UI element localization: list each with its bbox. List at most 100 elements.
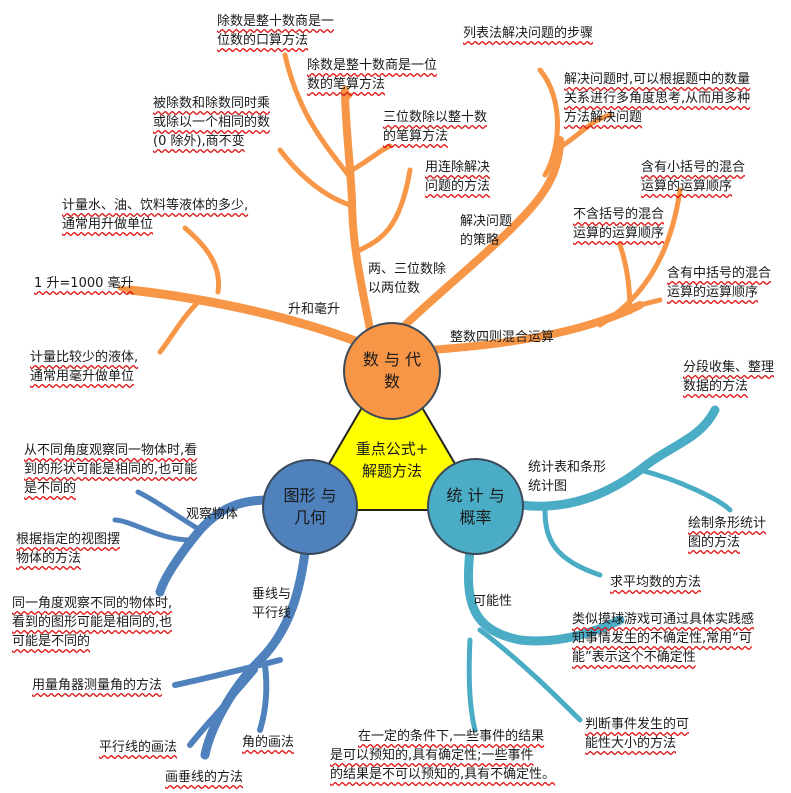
possibility-item-2-l2: 能性大小的方法 [585, 736, 677, 751]
lines-label-l2: 平行线 [252, 606, 292, 621]
center-title-line1: 重点公式+ [355, 440, 429, 458]
charts-branch-label: 统计表和条形 统计图 [528, 458, 606, 496]
charts-item-2: 绘制条形统计 图的方法 [688, 514, 766, 552]
twig-charts-1 [637, 467, 733, 513]
observe-item-2-l2: 物体的方法 [16, 551, 82, 566]
division-item-2-l1: 除数是整十数商是一位 [307, 58, 438, 73]
mixed-item-2-l1: 不含括号的混合 [573, 207, 665, 222]
mixed-item-3-l2: 运算的运算顺序 [667, 285, 759, 300]
twig-possibility-1 [477, 627, 583, 723]
twig-division-5 [357, 167, 413, 253]
twig-division-4 [349, 143, 393, 173]
possibility-item-2-l1: 判断事件发生的可 [585, 717, 690, 732]
twig-charts-2 [542, 507, 603, 578]
twig-division-3 [277, 147, 353, 208]
division-item-5: 用连除解决 问题的方法 [425, 158, 490, 196]
strategy-label-l2: 的策略 [460, 233, 500, 248]
observe-item-3-l2: 看到的图形可能是相同的,也 [12, 615, 173, 630]
possibility-item-3-l2: 是可以预知的,具有确定性;一些事件 [330, 748, 534, 763]
twig-lines-2 [187, 667, 258, 748]
mixed-item-1-l1: 含有小括号的混合 [641, 160, 746, 175]
liters-item-2: 1 升=1000 毫升 [34, 276, 134, 291]
strategy-item-2: 解决问题时,可以根据题中的数量 关系进行多角度思考,从而用多种 方法解决问题 [564, 70, 750, 127]
geometry-node[interactable]: 图形 与 几何 [262, 459, 358, 555]
twig-liters-1 [182, 225, 222, 295]
observe-item-1-l2: 到的形状可能是相同的,也可能 [24, 462, 198, 477]
twig-observe-1 [135, 489, 203, 533]
branch-strategy [394, 136, 564, 336]
twig-liters-3 [157, 297, 203, 355]
liters-item-3-l1: 计量比较少的液体, [30, 350, 139, 365]
twig-possibility-2 [466, 637, 478, 733]
twig-division-2 [342, 92, 353, 103]
geometry-node-line1: 图形 与 [283, 486, 337, 505]
twig-mixed-1 [597, 187, 683, 328]
algebra-node-line1: 数 与 代 [362, 350, 422, 369]
center-title-line2: 解题方法 [361, 462, 422, 480]
possibility-item-1: 类似摸球游戏可通过具体实践感 知事情发生的不确定性,常用“可 能”表示这个不确定… [572, 610, 754, 667]
algebra-node-line2: 数 [383, 372, 400, 391]
possibility-branch-label: 可能性 [473, 594, 513, 609]
charts-label-l2: 统计图 [528, 479, 568, 494]
statistics-node-line1: 统 计 与 [446, 485, 505, 505]
division-item-1: 除数是整十数商是一 位数的口算方法 [217, 12, 334, 50]
possibility-item-1-l2: 知事情发生的不确定性,常用“可 [572, 631, 752, 646]
charts-label-l1: 统计表和条形 [528, 460, 607, 475]
charts-item-2-l2: 图的方法 [688, 535, 741, 550]
division-item-2: 除数是整十数商是一位 数的笔算方法 [307, 56, 437, 94]
twig-liters-2 [117, 285, 133, 293]
mixed-item-3: 含有中括号的混合 运算的运算顺序 [667, 264, 771, 302]
mixed-item-3-l1: 含有中括号的混合 [667, 266, 772, 281]
observe-item-2-l1: 根据指定的视图摆 [16, 532, 121, 547]
division-item-4-l1: 三位数除以整十数 [383, 110, 488, 125]
branch-division [341, 86, 374, 334]
lines-item-3: 角的画法 [242, 735, 295, 750]
division-item-5-l2: 问题的方法 [425, 179, 491, 194]
observe-item-2: 根据指定的视图摆 物体的方法 [16, 530, 120, 568]
twig-observe-2 [112, 517, 193, 543]
possibility-item-3-l3: 的结果是不可以预知的,具有不确定性。 [330, 767, 556, 782]
observe-item-3-l1: 同一角度观察不同的物体时, [12, 596, 173, 611]
branch-lines [200, 547, 310, 760]
division-label-l1: 两、三位数除 [368, 262, 447, 277]
strategy-label-l1: 解决问题 [460, 214, 513, 229]
charts-item-1-l2: 数据的方法 [683, 379, 749, 394]
algebra-node[interactable]: 数 与 代 数 [343, 322, 441, 420]
mixed-item-1-l2: 运算的运算顺序 [641, 179, 733, 194]
liters-item-3: 计量比较少的液体, 通常用毫升做单位 [30, 348, 138, 386]
geometry-branches [112, 489, 310, 760]
lines-item-2: 平行线的画法 [99, 740, 178, 755]
mixed-item-2-l2: 运算的运算顺序 [573, 226, 665, 241]
lines-branch-label: 垂线与 平行线 [252, 585, 291, 623]
twig-division-1 [282, 52, 355, 183]
division-item-3: 被除数和除数同时乘 或除以一个相同的数 (0 除外),商不变 [153, 94, 270, 151]
division-item-2-l2: 数的笔算方法 [307, 77, 386, 92]
strategy-item-2-l3: 方法解决问题 [564, 110, 643, 125]
liters-item-3-l2: 通常用毫升做单位 [30, 369, 135, 384]
division-item-4: 三位数除以整十数 的笔算方法 [383, 108, 487, 146]
mixed-item-2: 不含括号的混合 运算的运算顺序 [573, 205, 664, 243]
strategy-branch-label: 解决问题 的策略 [460, 212, 512, 250]
division-item-3-l1: 被除数和除数同时乘 [153, 96, 271, 111]
possibility-item-3-l1: 在一定的条件下,一些事件的结果 [358, 729, 545, 744]
liters-item-1-l1: 计量水、油、饮料等液体的多少, [62, 198, 249, 213]
charts-item-2-l1: 绘制条形统计 [688, 516, 767, 531]
division-item-3-l2: 或除以一个相同的数 [153, 115, 271, 130]
division-branch-label: 两、三位数除 以两位数 [368, 260, 446, 298]
possibility-item-3: 在一定的条件下,一些事件的结果 是可以预知的,具有确定性;一些事件 的结果是不可… [330, 727, 555, 784]
liters-branch-label: 升和毫升 [288, 302, 341, 317]
strategy-item-2-l2: 关系进行多角度思考,从而用多种 [564, 91, 751, 106]
statistics-node[interactable]: 统 计 与 概率 [427, 458, 524, 555]
observe-item-1-l1: 从不同角度观察同一物体时,看 [24, 443, 198, 458]
lines-item-4: 画垂线的方法 [165, 770, 244, 785]
liters-item-1: 计量水、油、饮料等液体的多少, 通常用升做单位 [62, 196, 248, 234]
mixed-item-1: 含有小括号的混合 运算的运算顺序 [641, 158, 745, 196]
division-label-l2: 以两位数 [368, 281, 421, 296]
observe-item-3-l3: 可能是不同的 [12, 634, 91, 649]
division-item-5-l1: 用连除解决 [425, 160, 491, 175]
possibility-item-1-l3: 能”表示这个不确定性 [572, 650, 696, 665]
geometry-node-line2: 几何 [293, 508, 326, 527]
center-title: 重点公式+ 解题方法 [352, 438, 432, 482]
